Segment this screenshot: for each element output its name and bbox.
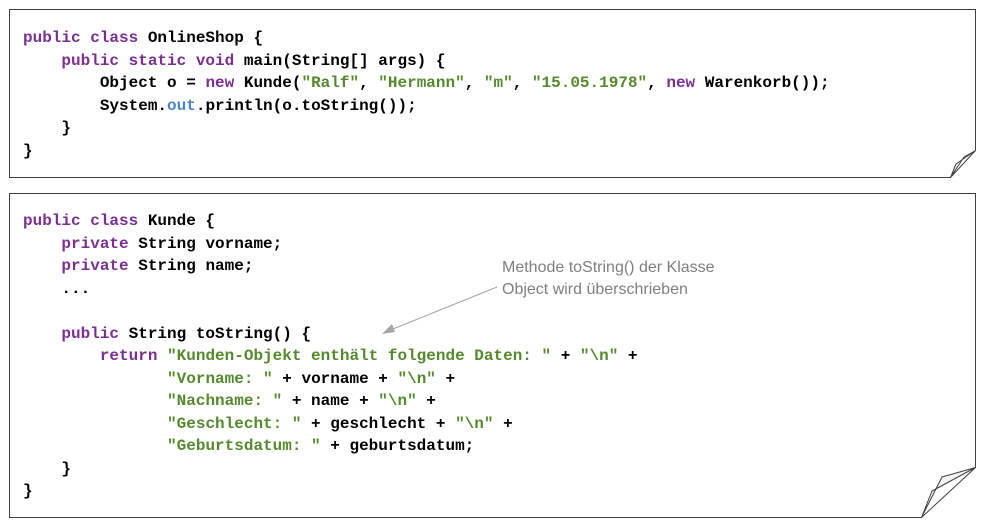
- code-token: + geschlecht +: [301, 414, 456, 433]
- code-token: main(String[] args) {: [234, 51, 446, 70]
- code-token: "\n": [455, 414, 494, 433]
- code-line: }: [23, 117, 830, 140]
- code-token: + vorname +: [272, 369, 398, 388]
- code-line: System.out.println(o.toString());: [23, 95, 830, 118]
- code-line: return "Kunden-Objekt enthält folgende D…: [23, 345, 638, 368]
- code-token: "Geschlecht: ": [167, 414, 302, 433]
- code-token: .println(o.toString());: [195, 96, 417, 115]
- code-token: }: [23, 482, 33, 500]
- code-token: }: [23, 459, 72, 478]
- code-token: +: [551, 347, 580, 365]
- code-line: "Geschlecht: " + geschlecht + "\n" +: [23, 413, 638, 436]
- code-token: OnlineShop {: [138, 29, 264, 47]
- code-token: public class: [23, 212, 139, 230]
- annotation-callout: Methode toString() der Klasse Object wir…: [502, 257, 715, 301]
- code-token: "15.05.1978": [531, 74, 648, 92]
- code-line: private String name;: [23, 255, 638, 278]
- code-block-onlineshop: public class OnlineShop { public static …: [23, 27, 830, 162]
- code-token: +: [435, 369, 456, 388]
- code-token: new: [666, 74, 696, 92]
- code-token: public static void: [61, 51, 235, 70]
- code-line: public class Kunde {: [23, 210, 638, 233]
- code-block-kunde: public class Kunde { private String vorn…: [23, 210, 638, 503]
- note-frame: [9, 193, 976, 518]
- code-line: }: [23, 458, 638, 481]
- code-token: Kunde {: [138, 212, 216, 230]
- code-token: + name +: [282, 392, 379, 410]
- code-token: out: [167, 96, 196, 115]
- code-token: }: [23, 141, 33, 160]
- code-line: Object o = new Kunde("Ralf", "Hermann", …: [23, 72, 830, 95]
- code-line: "Nachname: " + name + "\n" +: [23, 390, 638, 413]
- code-token: ,: [464, 74, 484, 92]
- annotation-line-1: Methode toString() der Klasse: [502, 259, 715, 276]
- code-token: ,: [512, 74, 532, 92]
- code-card-onlineshop: public class OnlineShop { public static …: [0, 0, 988, 185]
- code-token: private: [61, 234, 129, 253]
- page-curl-icon: [921, 467, 976, 518]
- code-token: "\n": [579, 347, 619, 365]
- code-token: "Nachname: ": [167, 392, 283, 410]
- code-token: + geburtsdatum;: [320, 437, 475, 455]
- code-token: ...: [23, 279, 91, 298]
- code-line: }: [23, 140, 830, 163]
- page-curl-icon: [950, 150, 976, 178]
- code-token: "Hermann": [378, 74, 465, 92]
- code-token: new: [205, 74, 235, 92]
- code-line: "Vorname: " + vorname + "\n" +: [23, 368, 638, 391]
- code-token: String name;: [128, 257, 254, 275]
- code-token: "Geburtsdatum: ": [167, 437, 321, 455]
- note-frame: [9, 9, 976, 178]
- code-line: private String vorname;: [23, 233, 638, 256]
- code-line: "Geburtsdatum: " + geburtsdatum;: [23, 435, 638, 458]
- code-token: public: [61, 324, 120, 343]
- code-token: return: [99, 347, 158, 365]
- arrow-head-icon: [382, 324, 395, 334]
- annotation-line-2: Object wird überschrieben: [502, 281, 688, 298]
- code-token: "Ralf": [301, 74, 360, 92]
- code-card-kunde: public class Kunde { private String vorn…: [0, 185, 988, 532]
- code-token: +: [493, 414, 513, 433]
- code-token: private: [61, 257, 129, 275]
- code-line: public class OnlineShop {: [23, 27, 830, 50]
- code-token: +: [618, 347, 638, 365]
- code-token: ,: [359, 74, 379, 92]
- code-token: String vorname;: [128, 234, 283, 253]
- code-line: public String toString() {: [23, 323, 638, 346]
- code-token: "Vorname: ": [167, 369, 273, 388]
- code-line: public static void main(String[] args) {: [23, 50, 830, 73]
- code-token: ,: [647, 74, 667, 92]
- code-token: System.: [23, 96, 168, 115]
- code-token: "\n": [378, 392, 417, 410]
- code-token: "\n": [397, 369, 436, 388]
- code-token: String toString() {: [119, 324, 312, 343]
- code-token: Warenkorb());: [695, 74, 830, 92]
- code-token: Kunde(: [234, 74, 302, 92]
- code-line: }: [23, 480, 638, 503]
- code-token: "Kunden-Objekt enthält folgende Daten: ": [167, 347, 552, 365]
- code-token: }: [23, 119, 72, 137]
- code-token: Object o =: [23, 74, 206, 92]
- code-line: ...: [23, 278, 638, 301]
- code-token: public class: [23, 29, 139, 47]
- code-token: +: [416, 392, 436, 410]
- code-token: "m": [483, 74, 513, 92]
